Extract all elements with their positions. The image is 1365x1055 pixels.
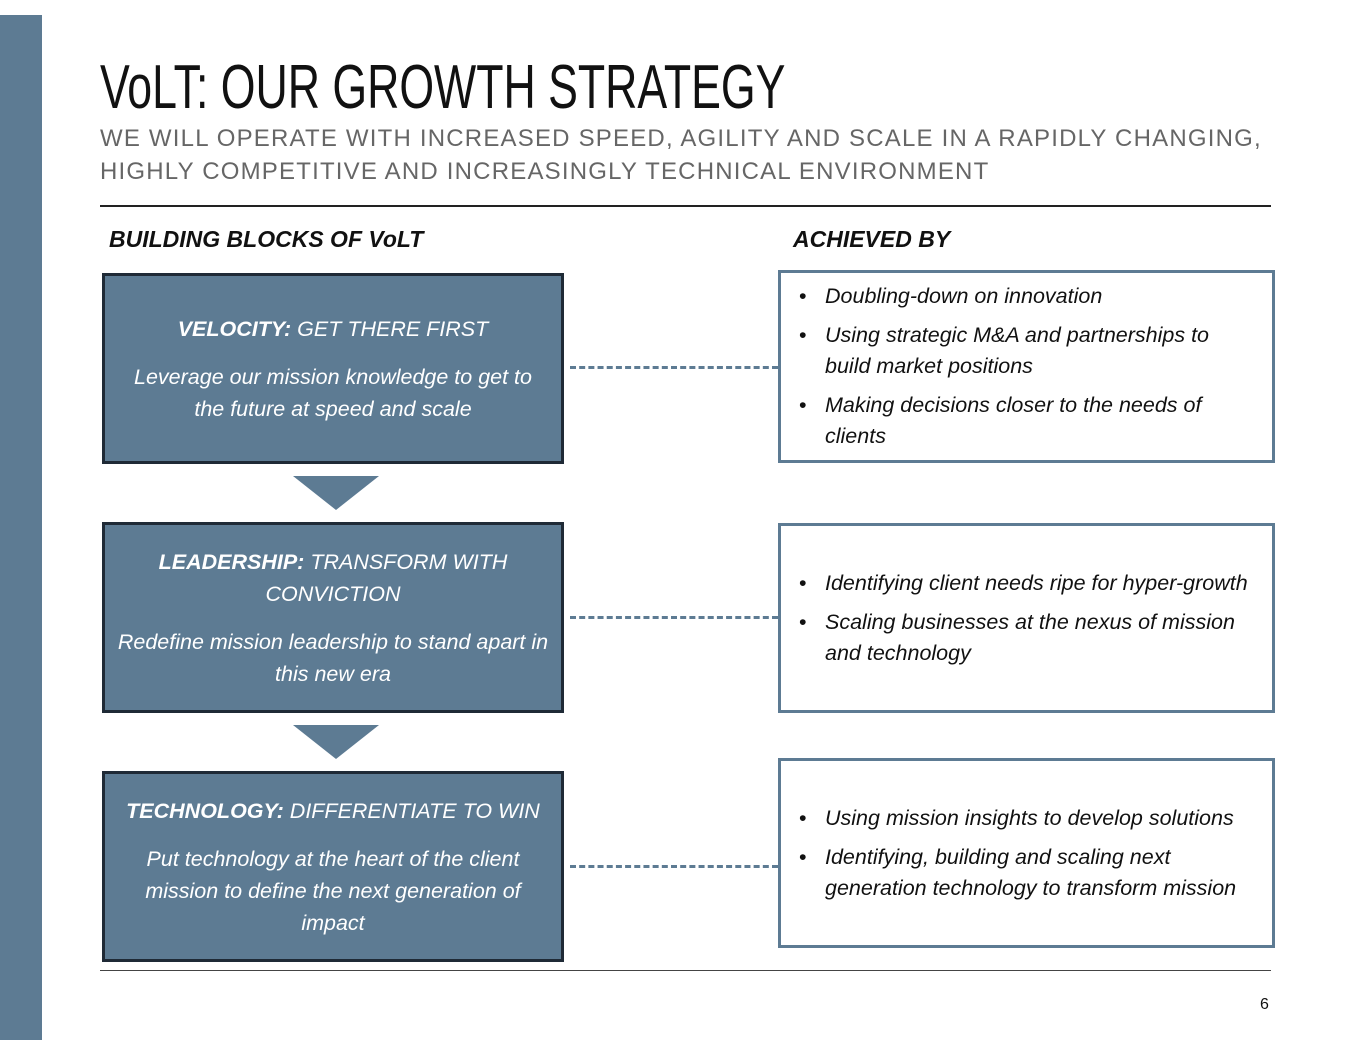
- page-number: 6: [1260, 996, 1269, 1013]
- building-blocks-heading: BUILDING BLOCKS OF VoLT: [109, 226, 424, 252]
- technology-achieved-box: •Using mission insights to develop solut…: [778, 758, 1275, 948]
- connector-line: [570, 366, 778, 369]
- block-title: LEADERSHIP: TRANSFORM WITH CONVICTION: [117, 546, 549, 610]
- down-arrow-icon: [293, 725, 379, 759]
- list-item: •Using mission insights to develop solut…: [793, 803, 1256, 834]
- list-item: •Scaling businesses at the nexus of miss…: [793, 607, 1256, 669]
- page-title: VoLT: OUR GROWTH STRATEGY: [100, 53, 786, 122]
- block-description: Redefine mission leadership to stand apa…: [117, 629, 549, 686]
- block-description: Put technology at the heart of the clien…: [145, 846, 521, 935]
- bullet-icon: •: [799, 609, 807, 634]
- bullet-icon: •: [799, 323, 807, 347]
- leadership-block: LEADERSHIP: TRANSFORM WITH CONVICTION Re…: [102, 522, 564, 713]
- block-tagline: DIFFERENTIATE TO WIN: [283, 798, 540, 823]
- list-item: •Using strategic M&A and partnerships to…: [793, 320, 1256, 382]
- list-item: •Doubling-down on innovation: [793, 281, 1256, 312]
- block-title: TECHNOLOGY: DIFFERENTIATE TO WIN: [117, 795, 549, 827]
- block-title: VELOCITY: GET THERE FIRST: [117, 313, 549, 345]
- bullet-icon: •: [799, 284, 807, 308]
- achieved-by-heading: ACHIEVED BY: [793, 226, 951, 252]
- list-item: •Identifying client needs ripe for hyper…: [793, 568, 1256, 599]
- block-label: TECHNOLOGY:: [126, 798, 284, 823]
- block-description: Leverage our mission knowledge to get to…: [134, 364, 532, 421]
- block-label: VELOCITY:: [177, 316, 292, 341]
- bottom-divider: [100, 970, 1271, 971]
- top-divider: [100, 205, 1271, 207]
- connector-line: [570, 616, 778, 619]
- bullet-icon: •: [799, 844, 807, 869]
- sidebar-accent-bar: [0, 15, 42, 1040]
- velocity-block: VELOCITY: GET THERE FIRST Leverage our m…: [102, 273, 564, 464]
- bullet-icon: •: [799, 805, 807, 830]
- list-item: •Identifying, building and scaling next …: [793, 842, 1256, 904]
- block-tagline: GET THERE FIRST: [291, 316, 489, 341]
- bullet-icon: •: [799, 393, 807, 417]
- bullet-icon: •: [799, 570, 807, 595]
- block-label: LEADERSHIP:: [158, 549, 305, 574]
- connector-line: [570, 865, 778, 868]
- list-item: •Making decisions closer to the needs of…: [793, 390, 1256, 452]
- leadership-achieved-box: •Identifying client needs ripe for hyper…: [778, 523, 1275, 713]
- block-tagline: TRANSFORM WITH CONVICTION: [265, 549, 508, 606]
- velocity-achieved-box: •Doubling-down on innovation •Using stra…: [778, 270, 1275, 463]
- technology-block: TECHNOLOGY: DIFFERENTIATE TO WIN Put tec…: [102, 771, 564, 962]
- down-arrow-icon: [293, 476, 379, 510]
- page-subtitle: WE WILL OPERATE WITH INCREASED SPEED, AG…: [100, 125, 1262, 185]
